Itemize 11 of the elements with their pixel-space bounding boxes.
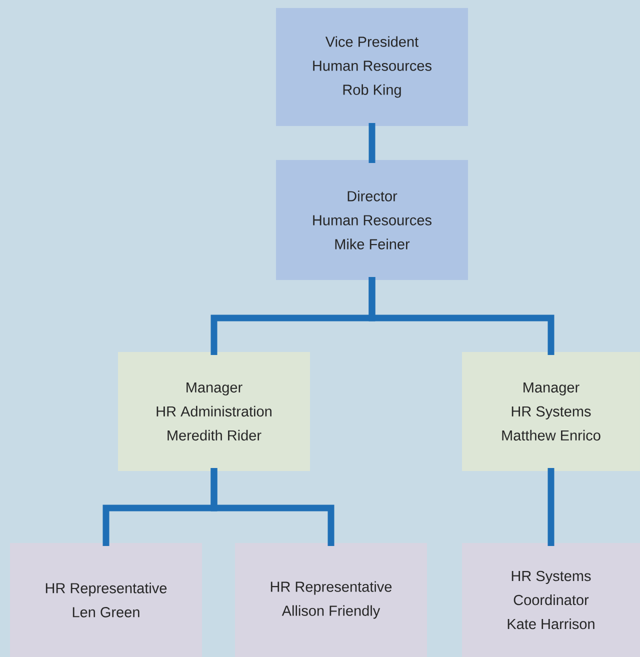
org-box: Manager HR Administration Meredith Rider — [118, 352, 310, 471]
org-box: HR Representative Len Green — [10, 543, 202, 657]
org-box: Vice President Human Resources Rob King — [276, 8, 468, 126]
connector-line — [368, 276, 554, 356]
org-box: Director Human Resources Mike Feiner — [276, 160, 468, 280]
connector-line — [548, 468, 554, 546]
connector-line — [210, 468, 334, 546]
org-box: Manager HR Systems Matthew Enrico — [462, 352, 640, 471]
connector-line — [368, 122, 376, 164]
org-box: HR Systems Coordinator Kate Harrison — [462, 543, 640, 657]
org-box: HR Representative Allison Friendly — [235, 543, 427, 657]
